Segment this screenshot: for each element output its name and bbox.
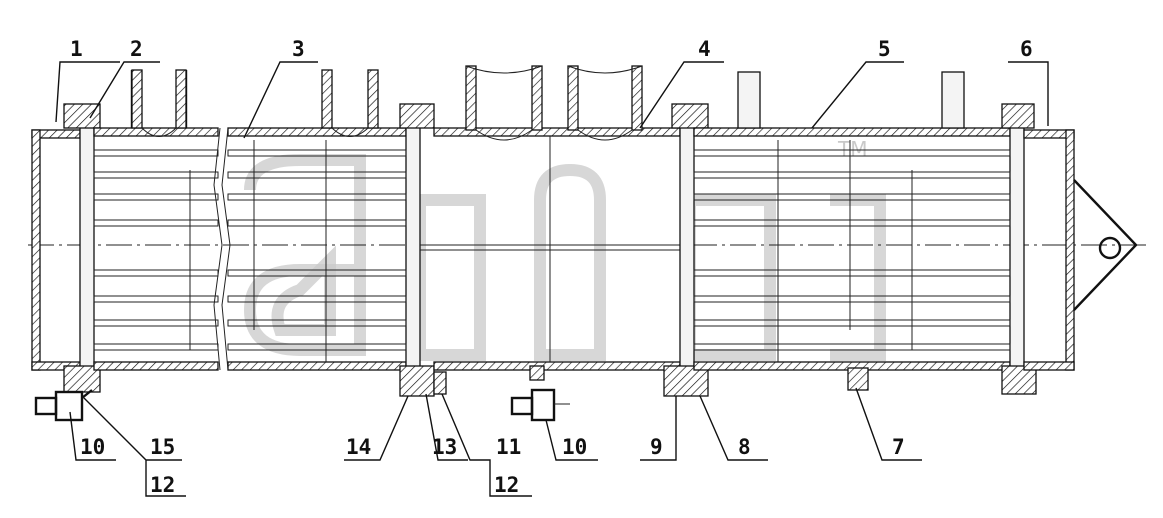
drain-valve-middle xyxy=(510,388,570,422)
callout-8: 8 xyxy=(738,435,751,459)
tube-bundle xyxy=(93,140,1011,362)
trademark-mark: TM xyxy=(837,137,867,161)
callout-6: 6 xyxy=(1020,37,1033,61)
callout-labels: 1 2 3 4 5 6 7 8 9 10 10 11 12 12 13 14 1… xyxy=(70,37,1033,497)
nozzle-left-1 xyxy=(130,69,188,137)
watermark-logo: TM xyxy=(243,137,886,361)
right-end-cover xyxy=(1001,103,1138,395)
callout-12-left: 12 xyxy=(150,473,175,497)
callout-3: 3 xyxy=(292,37,305,61)
middle-flange-left xyxy=(399,103,447,397)
nozzle-left-2 xyxy=(321,69,379,137)
middle-flange-right xyxy=(663,103,709,397)
callout-5: 5 xyxy=(878,37,891,61)
callout-1: 1 xyxy=(70,37,83,61)
callout-2: 2 xyxy=(130,37,143,61)
callout-12-middle: 12 xyxy=(494,473,519,497)
callout-15: 15 xyxy=(150,435,175,459)
leader-lines xyxy=(55,61,1049,497)
drain-valve-left xyxy=(34,389,93,422)
left-flange xyxy=(63,103,101,393)
callout-4: 4 xyxy=(698,37,711,61)
callout-9: 9 xyxy=(650,435,663,459)
callout-11: 11 xyxy=(496,435,521,459)
callout-10-middle: 10 xyxy=(562,435,587,459)
middle-shell xyxy=(420,65,681,381)
callout-13: 13 xyxy=(432,435,457,459)
callout-14: 14 xyxy=(346,435,371,459)
callout-7: 7 xyxy=(892,435,905,459)
right-shell xyxy=(693,71,1011,391)
callout-10-left: 10 xyxy=(80,435,105,459)
left-end-cover xyxy=(31,129,81,371)
